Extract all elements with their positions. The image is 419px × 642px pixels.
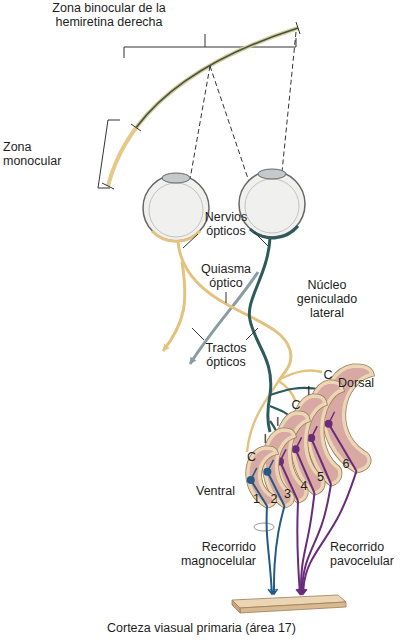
- magnocellular-axon: [274, 506, 285, 594]
- part-label: Dorsal: [338, 376, 398, 390]
- axon-segment: [329, 424, 357, 471]
- neuron-body: [263, 468, 271, 476]
- layer-number: 3: [284, 487, 291, 501]
- part-label: Zona binocular de la hemiretina derecha: [14, 1, 204, 29]
- slab-front: [240, 602, 346, 613]
- part-label: Zona monocular: [3, 140, 67, 168]
- part-label: Nervios ópticos: [194, 210, 258, 238]
- eye-origin-letter: C: [247, 450, 256, 464]
- leader-line: [183, 232, 268, 340]
- axon-segment: [251, 480, 267, 506]
- layer-number: 5: [317, 470, 324, 484]
- neuron-body: [292, 445, 300, 453]
- magnocellular-axon: [267, 506, 272, 594]
- layer-number: 4: [301, 479, 308, 493]
- part-label: Recorrido pavocelular: [330, 540, 414, 568]
- eye-origin-letter: I: [264, 432, 267, 446]
- eye-origin-letter: C: [324, 368, 333, 382]
- eye-origin-letter: I: [276, 415, 279, 429]
- retina: [250, 226, 298, 238]
- part-label: Tractos ópticos: [196, 341, 256, 369]
- arc-tick: [102, 22, 300, 189]
- neuron-body: [247, 476, 255, 484]
- eyeball: [143, 175, 209, 241]
- part-label: Núcleo geniculado lateral: [290, 278, 364, 320]
- left-eye: [143, 173, 209, 241]
- eyeball: [239, 171, 305, 237]
- area-name: Corteza viasual primaria (área 17): [107, 621, 296, 635]
- eye-origin-letter: I: [307, 384, 310, 398]
- neuron-body: [276, 457, 284, 465]
- layer-number: 2: [271, 492, 278, 506]
- part-label: Quiasma óptico: [192, 262, 260, 290]
- right-eye: [239, 169, 305, 238]
- parvocellular-axon: [301, 493, 315, 594]
- magnocellular-outline: [254, 523, 274, 531]
- ipsilateral-fibers: [249, 238, 271, 432]
- eye-inner: [245, 179, 299, 233]
- binocular-bracket: [124, 38, 296, 58]
- eye-lens: [258, 169, 286, 179]
- eye-inner: [149, 183, 203, 237]
- retina: [152, 231, 200, 241]
- contralateral-fibers: [178, 241, 291, 382]
- part-label: Recorrido magnocelular: [160, 540, 256, 568]
- layer-number: 1: [253, 492, 260, 506]
- part-label: Ventral: [196, 484, 256, 498]
- neuron-body: [307, 434, 315, 442]
- parvocellular-axon: [297, 501, 300, 594]
- eye-origin-letter: C: [292, 398, 301, 412]
- binocular-zone-arc: [136, 28, 298, 127]
- slab-side: [232, 600, 240, 613]
- neuron-body: [325, 420, 333, 428]
- axon-segment: [311, 438, 331, 484]
- layer-number: 6: [343, 457, 350, 471]
- cortex-area: Corteza viasual primaria (área 17): [100, 594, 350, 638]
- leader-line: [205, 34, 206, 47]
- eye-lens: [162, 173, 190, 183]
- optic-tract: [163, 262, 185, 351]
- parvocellular-axon: [302, 484, 331, 594]
